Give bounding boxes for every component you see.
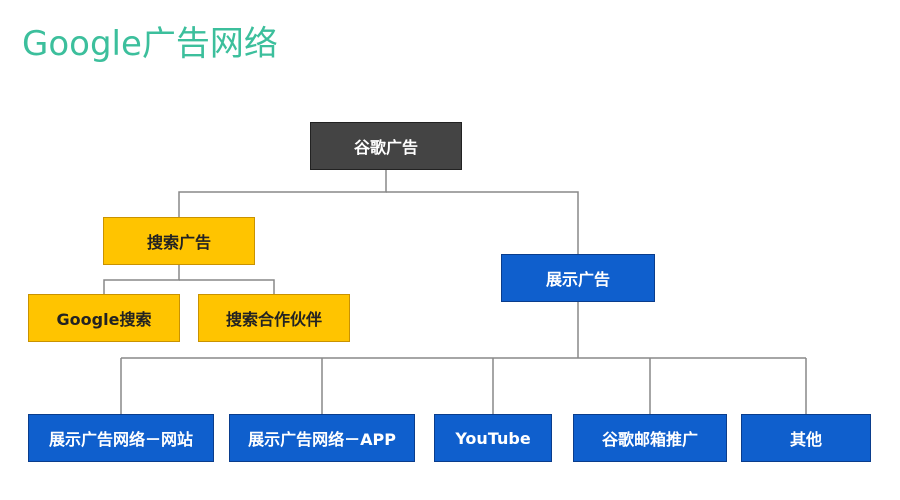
node-google-ads: 谷歌广告 [310, 122, 462, 170]
node-search-partners: 搜索合作伙伴 [198, 294, 350, 342]
node-search-ads: 搜索广告 [103, 217, 255, 265]
node-display-network-app: 展示广告网络－APP [229, 414, 415, 462]
node-google-search: Google搜索 [28, 294, 180, 342]
node-other: 其他 [741, 414, 871, 462]
connector-root [178, 170, 387, 217]
node-display-ads: 展示广告 [501, 254, 655, 302]
page-title: Google广告网络 [22, 24, 278, 64]
node-youtube: YouTube [434, 414, 552, 462]
connector-search [103, 265, 180, 294]
node-gmail-promotion: 谷歌邮箱推广 [573, 414, 727, 462]
connector-search-partners [179, 279, 275, 294]
node-display-network-site: 展示广告网络－网站 [28, 414, 214, 462]
connector-root-display [386, 191, 579, 254]
